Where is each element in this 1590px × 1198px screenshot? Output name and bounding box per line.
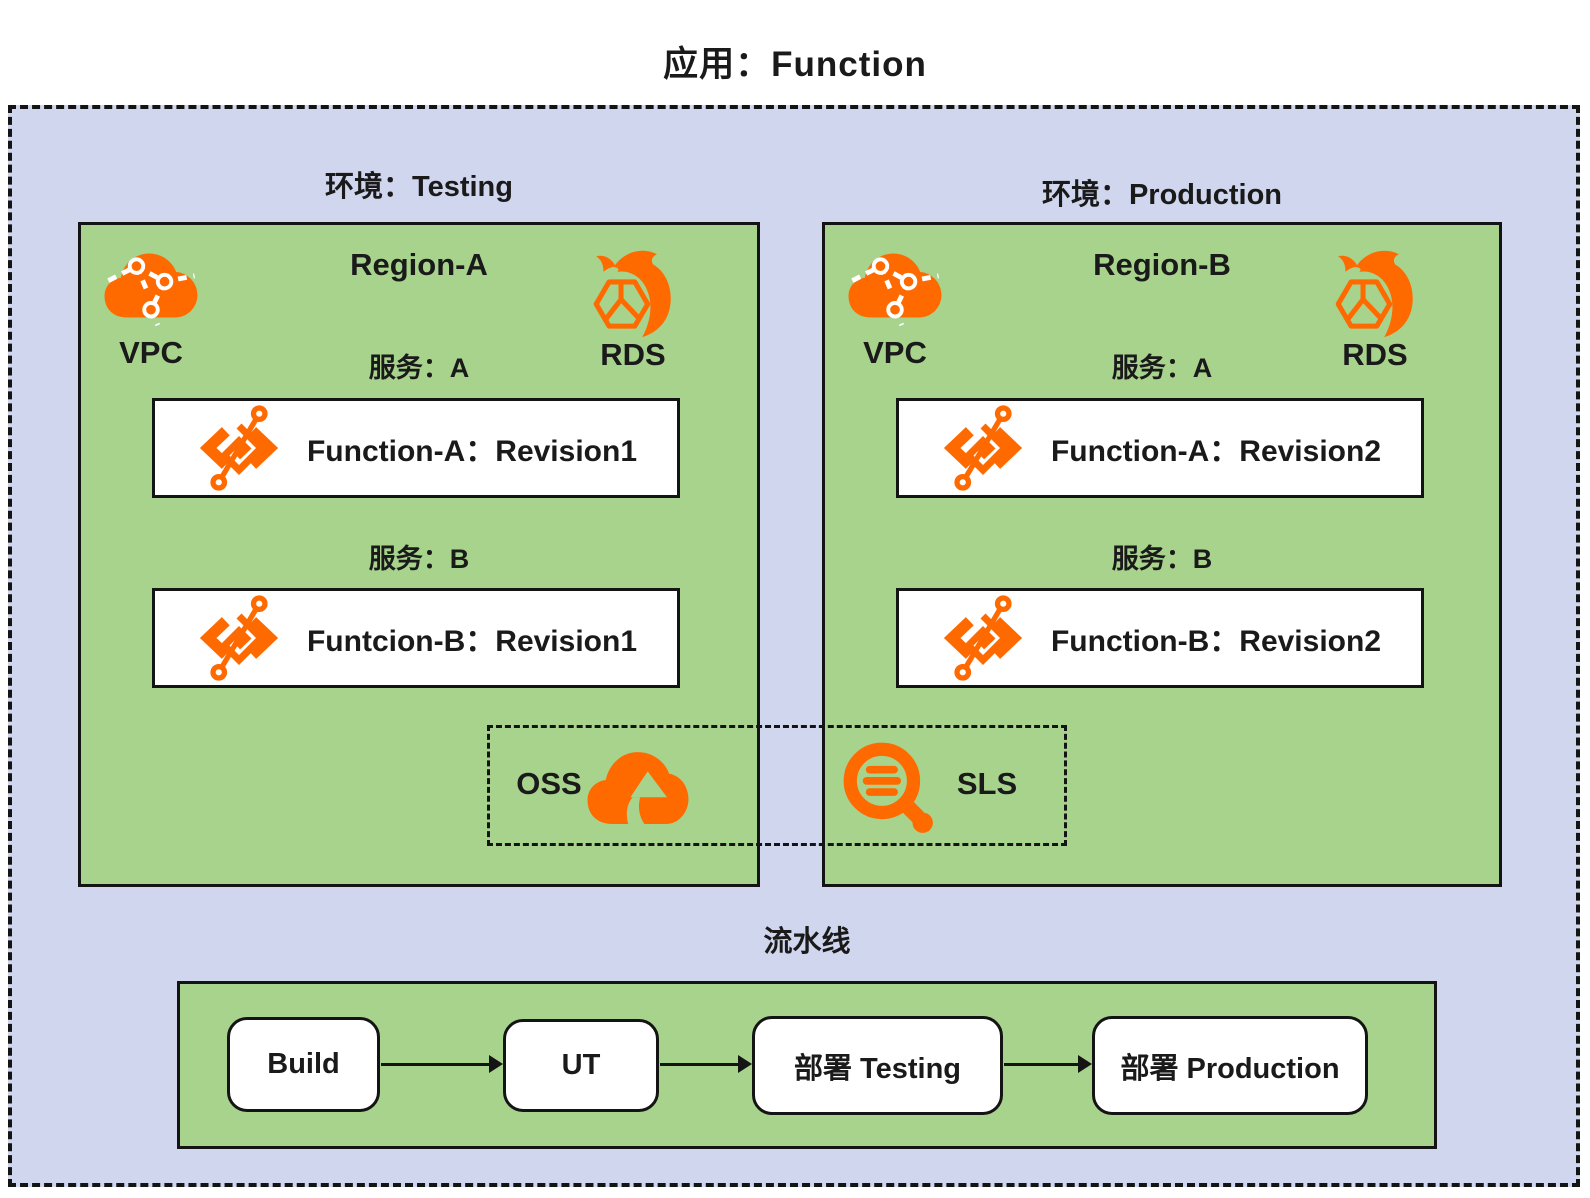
region-label: Region-B bbox=[1093, 247, 1231, 282]
rds-icon bbox=[1327, 247, 1423, 339]
function-compute-icon bbox=[939, 404, 1027, 492]
vpc-label: VPC bbox=[863, 335, 927, 370]
shared-services-box: OSS SLS bbox=[487, 725, 1067, 846]
function-compute-icon bbox=[195, 594, 283, 682]
service-a-label: 服务：A bbox=[368, 353, 470, 383]
service-b-label: 服务：B bbox=[368, 544, 470, 574]
function-label: Function-A：Revision2 bbox=[1050, 435, 1381, 468]
sls-label: SLS bbox=[956, 766, 1018, 801]
pipeline-step-deploy-testing: 部署 Testing bbox=[752, 1016, 1003, 1115]
service-b-label: 服务：B bbox=[1111, 544, 1213, 574]
env-label-production: 环境：Production bbox=[1041, 179, 1283, 211]
function-label: Funtcion-B：Revision1 bbox=[306, 625, 637, 658]
flow-arrow-icon bbox=[1004, 1055, 1092, 1073]
oss-icon bbox=[587, 752, 689, 833]
env-box-testing: VPC Region-A RDS 服务：A Function-A：Revisio… bbox=[78, 222, 760, 887]
function-compute-icon bbox=[195, 404, 283, 492]
function-box: Function-A：Revision2 bbox=[896, 398, 1424, 498]
rds-label: RDS bbox=[600, 337, 666, 372]
pipeline-step-build: Build bbox=[227, 1017, 380, 1112]
function-box: Funtcion-B：Revision1 bbox=[152, 588, 680, 688]
pipeline-label: 流水线 bbox=[763, 926, 851, 958]
function-compute-icon bbox=[939, 594, 1027, 682]
function-box: Function-B：Revision2 bbox=[896, 588, 1424, 688]
service-a-label: 服务：A bbox=[1111, 353, 1213, 383]
sls-icon bbox=[836, 736, 940, 838]
page-title: 应用：Function bbox=[663, 45, 927, 84]
flow-arrow-icon bbox=[381, 1055, 503, 1073]
rds-label: RDS bbox=[1342, 337, 1408, 372]
pipeline-step-ut: UT bbox=[503, 1019, 659, 1112]
env-label-testing: 环境：Testing bbox=[325, 171, 513, 203]
pipeline-step-deploy-production: 部署 Production bbox=[1092, 1016, 1368, 1115]
function-label: Function-A：Revision1 bbox=[306, 435, 637, 468]
vpc-label: VPC bbox=[119, 335, 183, 370]
rds-icon bbox=[585, 247, 681, 339]
oss-label: OSS bbox=[516, 766, 582, 801]
function-label: Function-B：Revision2 bbox=[1050, 625, 1381, 658]
region-label: Region-A bbox=[350, 247, 488, 282]
flow-arrow-icon bbox=[660, 1055, 752, 1073]
env-box-production: VPC Region-B RDS 服务：A Function-A：Revisio… bbox=[822, 222, 1502, 887]
function-box: Function-A：Revision1 bbox=[152, 398, 680, 498]
